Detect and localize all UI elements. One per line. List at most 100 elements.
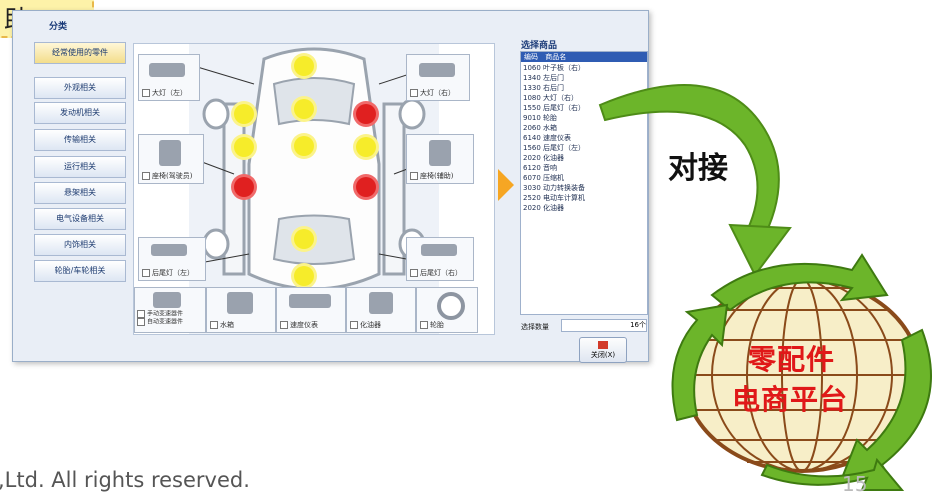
window-title: 分类 [49,22,68,32]
checkbox[interactable] [410,172,418,180]
page-number: 15 [842,472,868,496]
seat-icon [429,140,451,166]
car-diagram-panel: 大灯（左） 大灯（右） 座椅(驾驶员) 座椅(辅助) 后尾灯（左） 后尾灯（右）… [133,43,495,335]
checkbox[interactable] [420,321,428,329]
transmission-icon [153,292,181,308]
part-marker-icon[interactable] [234,104,254,124]
part-label: 后尾灯（左） [152,269,194,277]
column-name: 商品名 [545,53,567,61]
taillight-icon [421,244,457,256]
globe-text-platform: 电商平台 [732,383,849,416]
checkbox[interactable] [142,172,150,180]
category-button-electrical[interactable]: 电气设备相关 [34,208,126,230]
part-marker-icon[interactable] [294,56,314,76]
list-item[interactable]: 3030 动力转换装备 [523,184,586,192]
list-item[interactable]: 2060 水箱 [523,124,558,132]
part-tire[interactable]: 轮胎 [416,287,478,333]
list-item[interactable]: 6120 音响 [523,164,558,172]
category-button-running[interactable]: 运行相关 [34,156,126,178]
list-item[interactable]: 9010 轮胎 [523,114,558,122]
part-carburetor[interactable]: 化油器 [346,287,416,333]
part-marker-selected-icon[interactable] [356,177,376,197]
transfer-arrow-icon[interactable] [498,169,514,201]
speedometer-icon [289,294,331,308]
part-marker-icon[interactable] [294,136,314,156]
part-label: 自动变速器件 [147,318,184,326]
part-headlight-right[interactable]: 大灯（右） [406,54,470,101]
category-button-transmission[interactable]: 传输相关 [34,129,126,151]
part-seat-assist[interactable]: 座椅(辅助) [406,134,474,184]
column-code: 编码 [524,53,538,61]
category-button-suspension[interactable]: 悬架相关 [34,182,126,204]
list-title: 选择商品 [521,41,558,51]
close-button[interactable]: 关闭(X) [579,337,627,363]
category-button-exterior[interactable]: 外观相关 [34,77,126,99]
copyright-footer: ,Ltd. All rights reserved. [0,468,250,492]
category-button-tire-wheel[interactable]: 轮胎/车轮相关 [34,260,126,282]
part-marker-icon[interactable] [294,229,314,249]
headlight-icon [149,63,185,77]
list-item[interactable]: 1560 后尾灯（左） [523,144,586,152]
list-item[interactable]: 1080 大灯（右） [523,94,579,102]
list-item[interactable]: 6140 速度仪表 [523,134,572,142]
list-item[interactable]: 1330 右后门 [523,84,565,92]
part-marker-icon[interactable] [294,99,314,119]
part-marker-icon[interactable] [356,137,376,157]
checkbox[interactable] [137,318,145,326]
platform-globe-icon [671,253,932,491]
checkbox[interactable] [280,321,288,329]
part-taillight-left[interactable]: 后尾灯（左） [138,237,206,281]
part-seat-driver[interactable]: 座椅(驾驶员) [138,134,204,184]
part-taillight-right[interactable]: 后尾灯（右） [406,237,474,281]
part-label: 速度仪表 [290,321,318,329]
part-marker-selected-icon[interactable] [356,104,376,124]
checkbox[interactable] [142,269,150,277]
quantity-field: 16个 [561,319,647,332]
headlight-icon [419,63,455,77]
part-headlight-left[interactable]: 大灯（左） [138,54,200,101]
part-radiator[interactable]: 水箱 [206,287,276,333]
app-window: 分类 经常使用的零件 外观相关 发动机相关 传输相关 运行相关 悬架相关 电气设… [12,10,649,363]
category-button-interior[interactable]: 内饰相关 [34,234,126,256]
part-label: 化油器 [360,321,381,329]
part-marker-selected-icon[interactable] [234,177,254,197]
checkbox[interactable] [410,89,418,97]
quantity-label: 选择数量 [521,323,549,331]
checkbox[interactable] [210,321,218,329]
globe-text-parts: 零配件 [748,343,836,376]
taillight-icon [151,244,187,256]
part-speedometer[interactable]: 速度仪表 [276,287,346,333]
part-label: 后尾灯（右） [420,269,462,277]
checkbox[interactable] [142,89,150,97]
part-transmission[interactable]: 手动变速器件 自动变速器件 [134,287,206,333]
list-item[interactable]: 2520 电动车计算机 [523,194,586,202]
part-label: 水箱 [220,321,234,329]
checkbox[interactable] [410,269,418,277]
part-label: 大灯（左） [152,89,187,97]
part-label: 座椅(辅助) [420,172,454,180]
list-item[interactable]: 1060 叶子板（右） [523,64,586,72]
radiator-icon [227,292,253,314]
list-item[interactable]: 1550 后尾灯（右） [523,104,586,112]
list-item[interactable]: 1340 左后门 [523,74,565,82]
close-icon [598,341,608,349]
close-button-label: 关闭(X) [590,351,616,359]
checkbox[interactable] [137,310,145,318]
category-button-frequent[interactable]: 经常使用的零件 [34,42,126,64]
list-item[interactable]: 2020 化油器 [523,154,565,162]
part-marker-icon[interactable] [294,266,314,286]
category-button-engine[interactable]: 发动机相关 [34,102,126,124]
part-label: 轮胎 [430,321,444,329]
tire-icon [437,292,465,320]
list-item[interactable]: 6070 压缩机 [523,174,565,182]
part-marker-icon[interactable] [234,137,254,157]
checkbox[interactable] [350,321,358,329]
seat-icon [159,140,181,166]
carburetor-icon [369,292,393,314]
list-item[interactable]: 2020 化油器 [523,204,565,212]
part-label: 手动变速器件 [147,310,184,318]
list-header: 编码 商品名 [521,52,647,62]
part-label: 座椅(驾驶员) [152,172,193,180]
part-label: 大灯（右） [420,89,455,97]
connect-label: 对接 [668,151,728,186]
